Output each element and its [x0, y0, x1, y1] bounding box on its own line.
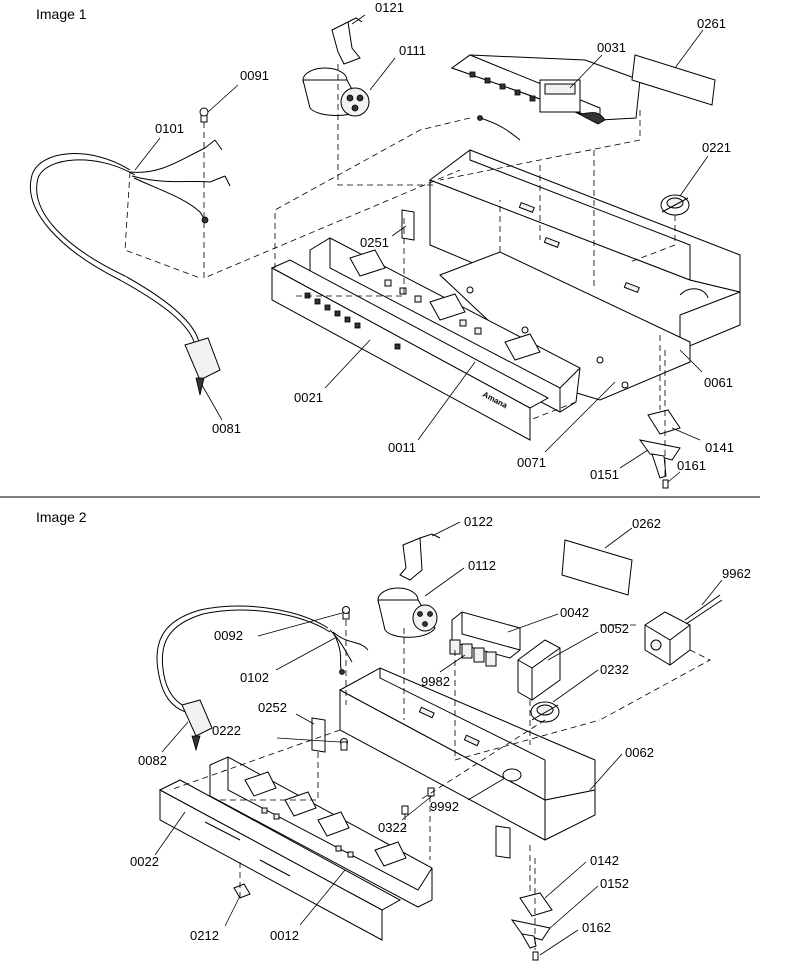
label-0121: 0121	[375, 0, 404, 15]
label-0151: 0151	[590, 467, 619, 482]
label-0031: 0031	[597, 40, 626, 55]
assembly-lines-1	[124, 64, 676, 480]
shield-plate	[495, 825, 511, 859]
front-trim-0021: Amana	[270, 259, 550, 441]
label-0042: 0042	[560, 605, 589, 620]
label-0111: 0111	[399, 43, 426, 58]
screw-0162	[532, 951, 539, 961]
insulator-0252	[311, 717, 326, 753]
label-0221: 0221	[702, 140, 731, 155]
power-cord-0081	[30, 153, 221, 396]
label-0122: 0122	[464, 514, 493, 529]
label-0251: 0251	[360, 235, 389, 250]
label-0162: 0162	[582, 920, 611, 935]
label-0082: 0082	[138, 753, 167, 768]
label-0222: 0222	[212, 723, 241, 738]
thermostat-0221	[660, 194, 690, 216]
image-1-title: Image 1	[36, 6, 87, 22]
label-0101: 0101	[155, 121, 184, 136]
capacitor-0112	[377, 587, 438, 638]
capacitor-0111	[302, 67, 370, 117]
screw-0322	[401, 805, 409, 815]
capacitor-bracket-0122	[399, 533, 441, 581]
label-0022: 0022	[130, 854, 159, 869]
label-0141: 0141	[705, 440, 734, 455]
wire-harness-0102	[329, 629, 369, 675]
label-0161: 0161	[677, 458, 706, 473]
label-0081: 0081	[212, 421, 241, 436]
label-0012: 0012	[270, 928, 299, 943]
control-panel-0011	[309, 237, 581, 413]
label-0152: 0152	[600, 876, 629, 891]
label-0021: 0021	[294, 390, 323, 405]
knob-0212	[233, 883, 251, 899]
label-0232: 0232	[600, 662, 629, 677]
switch-9962	[644, 594, 723, 666]
label-0062: 0062	[625, 745, 654, 760]
insulator-0251	[401, 209, 415, 241]
label-0262: 0262	[632, 516, 661, 531]
label-0322: 0322	[378, 820, 407, 835]
clip-0151	[638, 439, 681, 479]
bracket-0141	[647, 409, 681, 435]
control-board-0031	[450, 54, 641, 141]
control-panel-0012	[209, 756, 433, 908]
label-0261	[631, 54, 716, 106]
screw-0222	[340, 738, 348, 751]
power-cord-0082	[156, 605, 331, 752]
label-9982: 9982	[421, 674, 450, 689]
screw-0091	[199, 107, 209, 123]
image-2-title: Image 2	[36, 509, 87, 525]
label-0142: 0142	[590, 853, 619, 868]
label-0091: 0091	[240, 68, 269, 83]
label-0252: 0252	[258, 700, 287, 715]
label-9962: 9962	[722, 566, 751, 581]
bracket-0142	[519, 892, 553, 917]
label-0092: 0092	[214, 628, 243, 643]
label-9992: 9992	[430, 799, 459, 814]
wire-harness-0101	[129, 139, 231, 224]
label-0102: 0102	[240, 670, 269, 685]
clip-0152	[510, 919, 551, 949]
label-0212: 0212	[190, 928, 219, 943]
screw-0092	[342, 606, 350, 620]
capacitor-bracket-0121	[331, 17, 363, 65]
thermostat-0232	[530, 701, 560, 723]
housing-0062	[338, 667, 596, 841]
housing-0061	[428, 149, 741, 351]
label-0112: 0112	[468, 558, 496, 573]
label-0052: 0052	[600, 621, 629, 636]
screw-9992	[427, 787, 435, 797]
relay-block-9982	[449, 639, 497, 667]
label-0071: 0071	[517, 455, 546, 470]
label-0061: 0061	[704, 375, 733, 390]
screw-0161	[662, 479, 669, 489]
control-0052	[517, 639, 561, 701]
labels-image-1: 0121 0111 0091 0031 0261 0101 0221 0251 …	[134, 0, 734, 483]
label-0011: 0011	[388, 440, 416, 455]
front-trim-0022	[158, 779, 402, 941]
label-0262	[561, 539, 633, 596]
labels-image-2: 0122 0262 0112 9962 0042 0092 0052 0102 …	[130, 514, 751, 956]
label-0261: 0261	[697, 16, 726, 31]
